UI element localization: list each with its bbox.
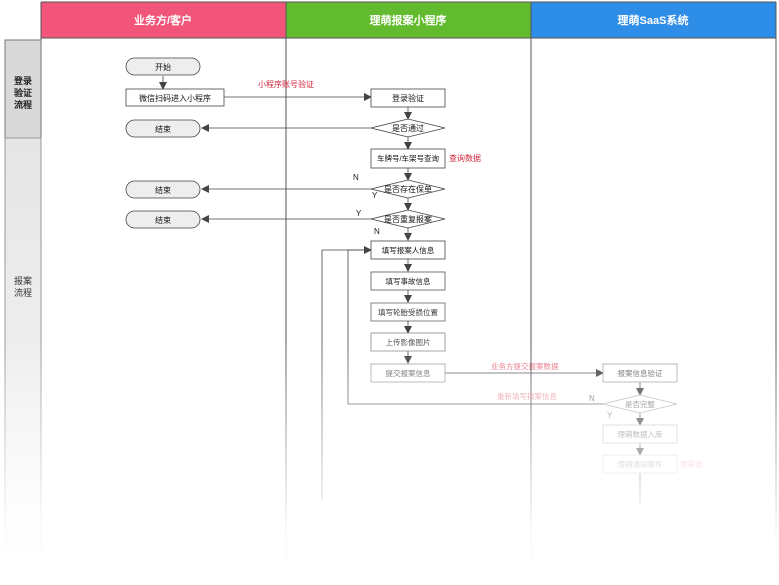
lane-header-client xyxy=(41,2,286,38)
decision-passed xyxy=(370,118,446,138)
node-reporter-info xyxy=(370,240,446,260)
node-end-3 xyxy=(125,210,201,229)
node-notify-label: 理萌通知案件 xyxy=(618,459,663,469)
lane-title-miniapp: 理萌报案小程序 xyxy=(370,13,447,27)
branch-n-1: N xyxy=(353,173,359,182)
lane-header-miniapp xyxy=(286,2,531,38)
lane-header-saas xyxy=(531,2,776,38)
branch-labels: N Y Y N N Y xyxy=(353,173,613,420)
node-upload-images-label: 上传影像图片 xyxy=(386,337,431,347)
node-end-1-label: 结束 xyxy=(155,124,171,134)
node-scan xyxy=(125,88,225,107)
branch-y-1: Y xyxy=(372,191,378,200)
node-plate-query xyxy=(370,148,446,169)
phase-report-label: 报案流程 xyxy=(14,275,32,298)
phase-report xyxy=(4,137,42,585)
node-wheel-damage-label: 填写轮胎受损位置 xyxy=(378,307,438,317)
lane-title-saas: 理萌SaaS系统 xyxy=(618,13,689,27)
annotation-account-verify: 小程序账号验证 xyxy=(258,79,314,89)
client-nodes: 开始 微信扫码进入小程序 结束 结束 结束 xyxy=(125,57,225,229)
branch-y-2: Y xyxy=(356,209,362,218)
decision-complete-label: 是否完整 xyxy=(625,399,655,409)
node-verify-label: 报案信息验证 xyxy=(618,368,663,378)
annotation-notify-tail: 理萌通 xyxy=(680,459,703,469)
decision-duplicate xyxy=(370,209,446,229)
decision-policy-exists xyxy=(370,179,446,199)
node-scan-label: 微信扫码进入小程序 xyxy=(139,93,211,103)
node-end-1 xyxy=(125,119,201,138)
connectors xyxy=(159,76,644,505)
node-start xyxy=(125,57,201,76)
branch-n-2: N xyxy=(374,227,380,236)
node-accident-info xyxy=(370,271,446,291)
node-end-2 xyxy=(125,180,201,199)
annotation-submit-data: 业务方提交报案数据 xyxy=(491,361,559,371)
decision-policy-exists-label: 是否存在保单 xyxy=(384,184,432,194)
node-login-label: 登录验证 xyxy=(392,93,424,103)
phase-login-label: 登录验证流程 xyxy=(13,75,32,110)
node-submit-report-label: 提交报案信息 xyxy=(386,368,431,378)
phase-login xyxy=(4,39,42,139)
node-wheel-damage xyxy=(370,302,446,322)
node-login xyxy=(370,88,446,108)
branch-n-3: N xyxy=(589,394,595,403)
annotation-query-data: 查询数据 xyxy=(449,153,481,163)
decision-passed-label: 是否通过 xyxy=(392,123,424,133)
branch-y-3: Y xyxy=(607,411,613,420)
decision-duplicate-label: 是否重复报案 xyxy=(384,214,432,224)
node-plate-query-label: 车牌号/车架号查询 xyxy=(377,153,440,163)
lane-title-client: 业务方/客户 xyxy=(134,13,192,27)
lane-headers: 业务方/客户 理萌报案小程序 理萌SaaS系统 xyxy=(41,2,776,38)
annotation-refill: 重新填写报案信息 xyxy=(497,391,557,401)
node-start-label: 开始 xyxy=(155,62,171,72)
node-accident-info-label: 填写事故信息 xyxy=(386,276,431,286)
node-db-store-label: 理萌数据入库 xyxy=(618,429,663,439)
node-end-2-label: 结束 xyxy=(155,185,171,195)
node-end-3-label: 结束 xyxy=(155,215,171,225)
node-reporter-info-label: 填写报案人信息 xyxy=(382,245,435,255)
